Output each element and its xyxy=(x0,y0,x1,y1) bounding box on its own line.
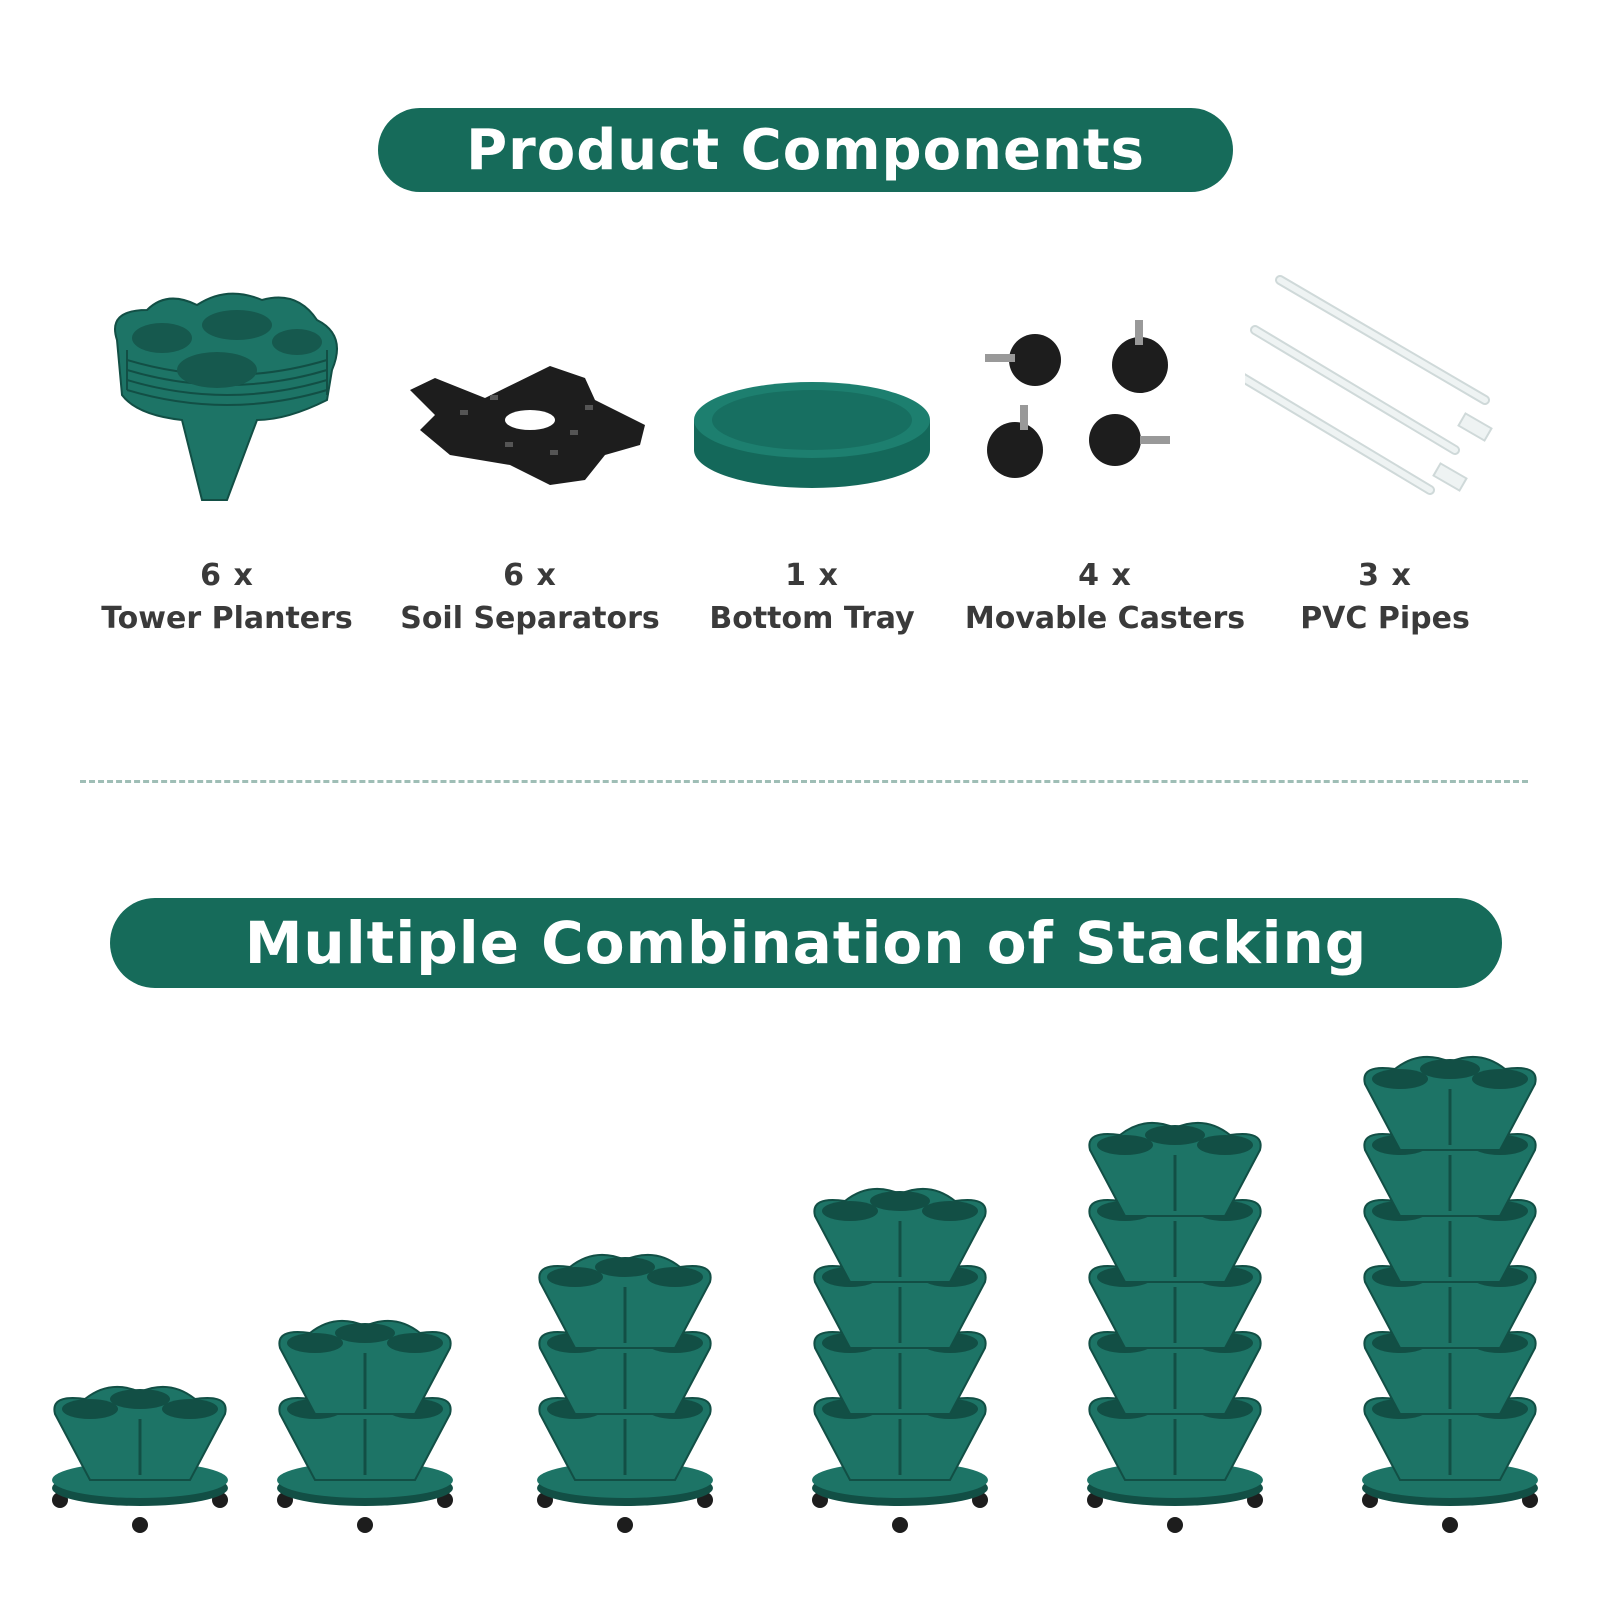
component-name: Soil Separators xyxy=(400,601,660,636)
caster-icon xyxy=(892,1517,908,1533)
section-divider xyxy=(80,780,1528,783)
stacking-towers-illustration xyxy=(52,1055,1538,1533)
caster-icon xyxy=(617,1517,633,1533)
planter-tier xyxy=(813,1187,987,1283)
caster-icon xyxy=(1167,1517,1183,1533)
planter-tier xyxy=(1363,1055,1537,1151)
component-name: Tower Planters xyxy=(101,601,353,636)
component-name: PVC Pipes xyxy=(1300,601,1470,636)
tower-planter-stack-icon xyxy=(114,292,338,501)
planter-tier xyxy=(538,1253,712,1349)
stacking-title: Multiple Combination of Stacking xyxy=(244,909,1368,977)
pvc-pipe-icon xyxy=(1245,275,1493,495)
component-bottom-tray: 1 x Bottom Tray xyxy=(672,270,952,650)
stack-tower-1-tier xyxy=(52,1385,228,1533)
caster-icon xyxy=(1442,1517,1458,1533)
component-soil-separators: 6 x Soil Separators xyxy=(390,270,670,650)
component-name: Movable Casters xyxy=(964,601,1246,636)
stack-tower-4-tier xyxy=(812,1187,988,1533)
stack-tower-6-tier xyxy=(1362,1055,1538,1533)
product-components-banner: Product Components xyxy=(378,108,1233,192)
planter-tier xyxy=(278,1319,452,1415)
bottom-tray-icon xyxy=(694,382,930,488)
stack-tower-2-tier xyxy=(277,1319,453,1533)
component-qty: 6 x xyxy=(503,558,557,593)
component-qty: 1 x xyxy=(785,558,839,593)
caster-icon xyxy=(132,1517,148,1533)
caster-wheel-icon xyxy=(985,320,1170,478)
planter-tier xyxy=(1088,1121,1262,1217)
caster-icon xyxy=(357,1517,373,1533)
component-pvc-pipes: 3 x PVC Pipes xyxy=(1245,270,1525,650)
component-movable-casters: 4 x Movable Casters xyxy=(965,270,1245,650)
planter-tier xyxy=(53,1385,227,1481)
stacking-banner: Multiple Combination of Stacking xyxy=(110,898,1502,988)
soil-separator-icon xyxy=(410,366,645,485)
stack-tower-5-tier xyxy=(1087,1121,1263,1533)
component-qty: 6 x xyxy=(200,558,254,593)
stack-tower-3-tier xyxy=(537,1253,713,1533)
product-components-title: Product Components xyxy=(466,117,1145,183)
component-qty: 3 x xyxy=(1358,558,1412,593)
component-qty: 4 x xyxy=(1078,558,1132,593)
component-name: Bottom Tray xyxy=(709,601,915,636)
component-tower-planters: 6 x Tower Planters xyxy=(87,270,367,650)
